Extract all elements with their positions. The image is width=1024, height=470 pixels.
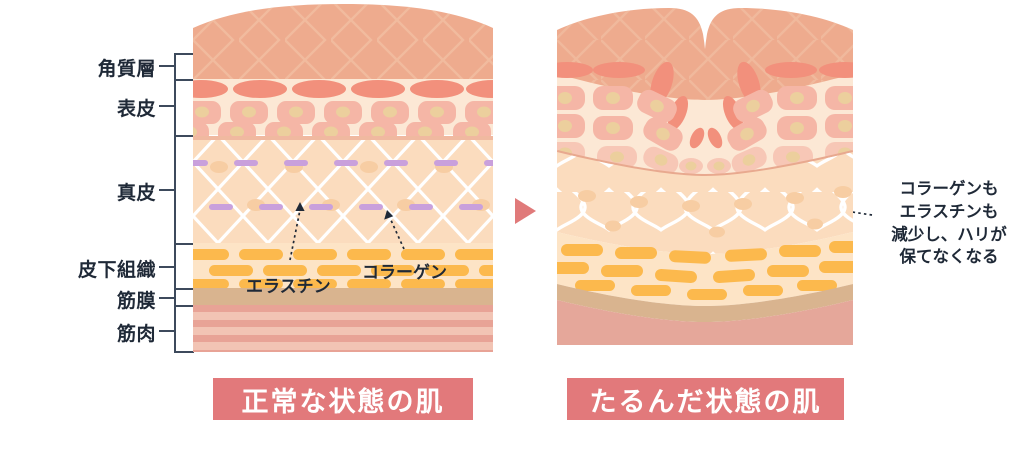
layer-label-subcutaneous: 皮下組織 (77, 259, 156, 281)
ruler-tick-fascia-bottom (174, 305, 194, 307)
fat-cells (557, 241, 853, 300)
leader-epidermis (159, 105, 174, 107)
ruler-tick-bottom (174, 351, 194, 353)
ruler-tick-dermis-bottom (174, 243, 194, 245)
muscle-layer (193, 305, 493, 352)
leader-stratum-corneum (159, 65, 174, 67)
skin-cross-section-normal (193, 0, 493, 353)
caption-sagging-skin: たるんだ状態の肌 (567, 378, 844, 420)
basement-membrane (193, 136, 493, 140)
dermis-cells (578, 186, 852, 238)
epidermis-flat-cells (193, 80, 493, 98)
ruler-tick-epidermis-bottom (174, 135, 194, 137)
annotation-line-2: エラスチンも (899, 201, 999, 221)
caption-normal-skin: 正常な状態の肌 (213, 378, 473, 420)
annotation-elastin: エラスチン (246, 277, 331, 297)
leader-dermis (159, 189, 174, 191)
ruler-tick-subcutis-bottom (174, 288, 194, 290)
annotation-sagging-description: コラーゲンも エラスチンも 減少し、ハリが 保てなくなる (878, 178, 1020, 269)
layer-label-fascia: 筋膜 (116, 290, 156, 312)
annotation-line-1: コラーゲンも (899, 179, 999, 198)
leader-subcutaneous (159, 266, 174, 268)
normal-skin-illustration (193, 4, 493, 352)
elastin-fibers (193, 160, 493, 210)
leader-muscle (159, 330, 174, 332)
annotation-line-3: 減少し、ハリが (891, 224, 1007, 244)
ruler-spine (174, 53, 176, 352)
ruler-tick-corneum-bottom (174, 79, 194, 81)
sagging-skin-illustration (557, 8, 853, 345)
epidermis-cells (557, 86, 853, 175)
layer-label-epidermis: 表皮 (116, 98, 156, 120)
layer-label-dermis: 真皮 (116, 182, 156, 204)
muscle-layer (557, 300, 853, 345)
collagen-network (193, 140, 493, 243)
ruler-tick-top (174, 53, 194, 55)
annotation-collagen: コラーゲン (362, 263, 447, 283)
collagen-network-degraded (557, 152, 853, 254)
layer-label-stratum-corneum: 角質層 (97, 58, 156, 80)
skin-cross-section-sagging (557, 0, 853, 346)
right-triangle-arrow-icon (515, 198, 536, 224)
annotation-line-4: 保てなくなる (899, 247, 999, 267)
leader-fascia (159, 297, 174, 299)
fascia-layer (193, 288, 493, 305)
fat-cells (193, 249, 493, 289)
fascia-layer (557, 284, 853, 322)
epidermis-cells (193, 101, 493, 144)
layer-label-muscle: 筋肉 (116, 323, 156, 345)
